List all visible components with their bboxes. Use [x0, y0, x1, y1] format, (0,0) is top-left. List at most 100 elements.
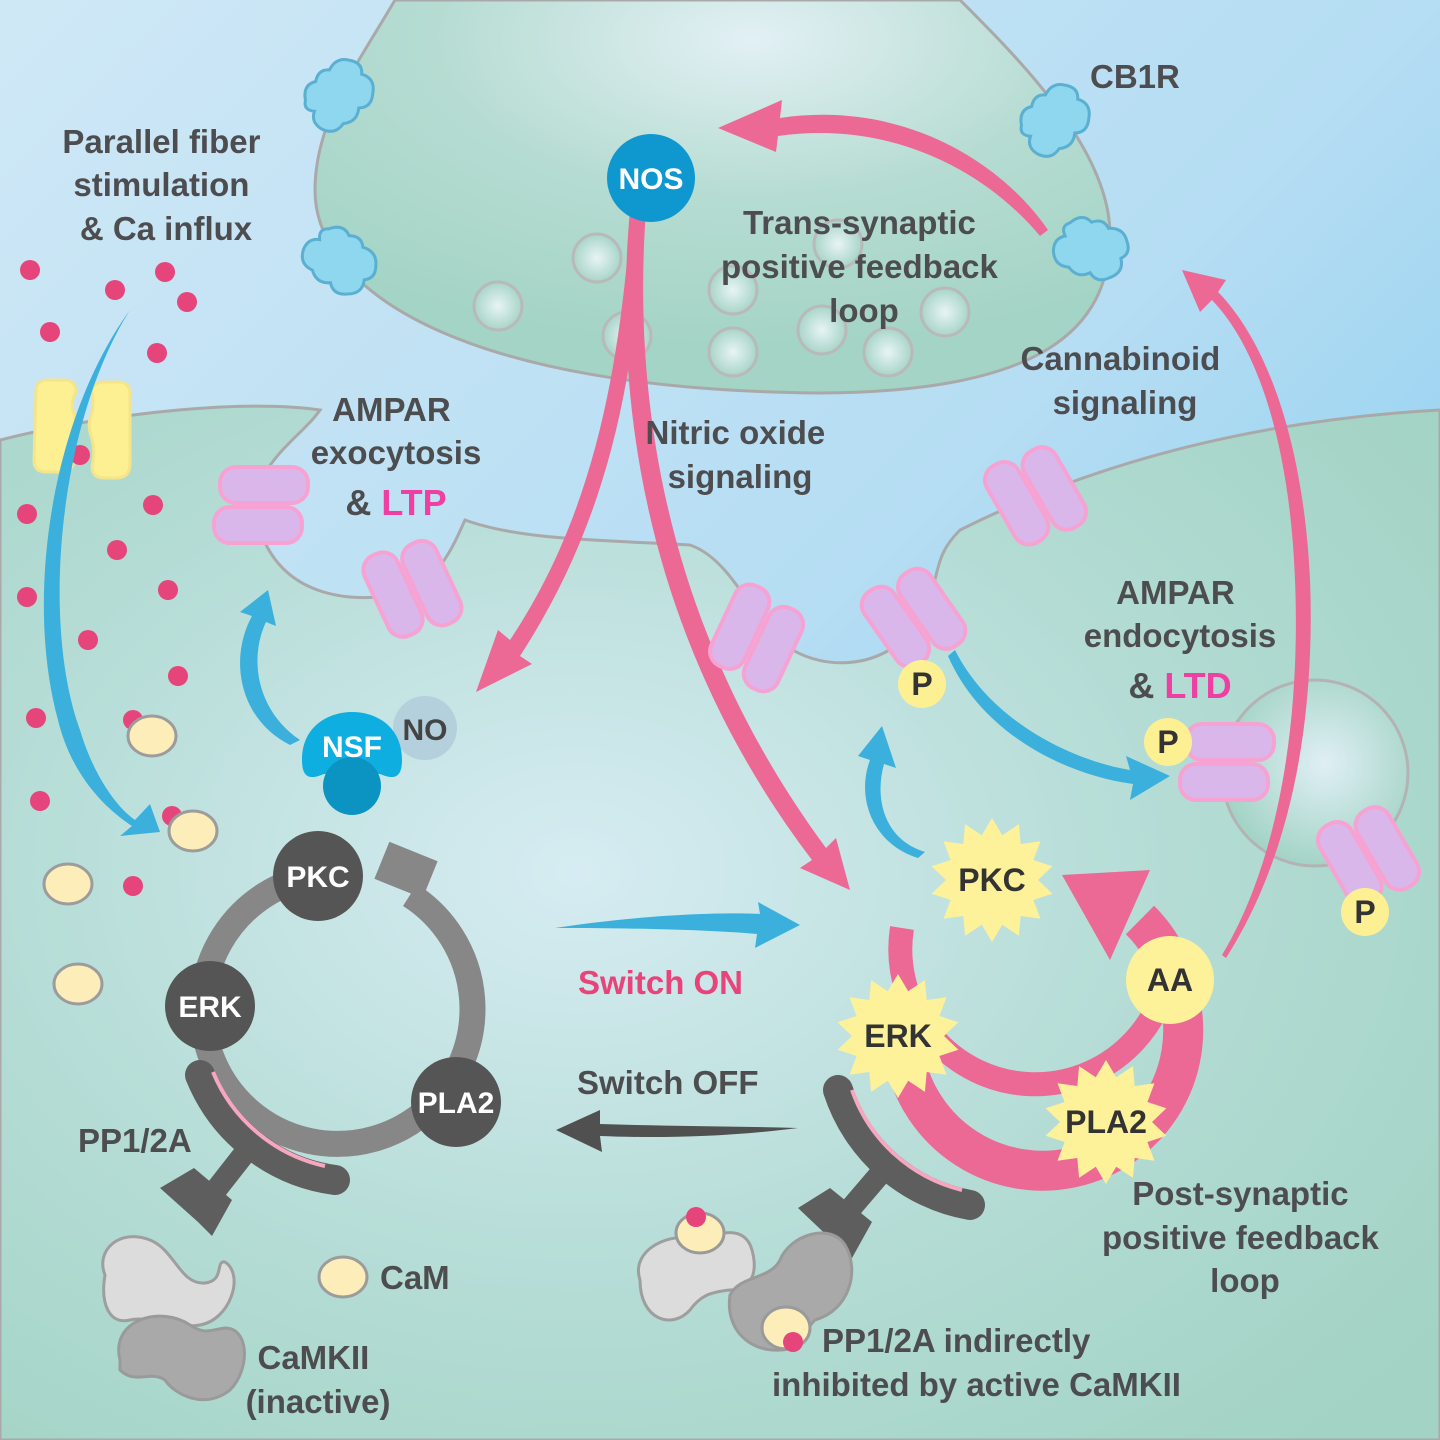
synaptic-vesicle: [707, 326, 759, 378]
pp12a-foot-left: [160, 1168, 232, 1236]
inactive-kinase-loop: [160, 841, 486, 1236]
calcium-ion: [123, 876, 143, 896]
synaptic-vesicle: [862, 326, 914, 378]
cb1r-receptor: [1051, 215, 1130, 282]
calcium-ion: [155, 262, 175, 282]
pp12a-contact-highlight-right: [850, 1089, 963, 1192]
active-kinase-aa: AA: [1126, 936, 1214, 1024]
nitric-oxide-signaling-label: Nitric oxide signaling: [646, 414, 835, 495]
calcium-channel-right-subunit: [87, 380, 132, 480]
phospho-label: P: [911, 666, 932, 702]
synaptic-vesicle: [919, 286, 971, 338]
active-kinase-nodes: PKC ERK PLA2 AA: [837, 818, 1214, 1184]
switch-on-arrow: [555, 902, 800, 948]
cb1r-receptor: [300, 225, 378, 296]
pp12a-stem-right: [836, 1152, 901, 1223]
switch-off-label: Switch OFF: [577, 1064, 759, 1101]
camkii-active-ca-bottom: [783, 1332, 803, 1352]
nsf-body: [302, 712, 402, 778]
nos-label: NOS: [618, 163, 683, 196]
active-kinase-pla2: PLA2: [1045, 1060, 1167, 1184]
calmodulin-bead: [167, 809, 219, 853]
cannabinoid-signaling-arrow: [1182, 270, 1311, 958]
calmodulin-bead: [317, 1255, 369, 1299]
inactive-loop-ring: [189, 862, 486, 1157]
kinase-label: PLA2: [418, 1087, 495, 1120]
active-kinase-erk: ERK: [837, 974, 959, 1098]
ampar-endocytosis-label: AMPAR endocytosis: [1084, 574, 1277, 654]
camkii-active-ca-top: [686, 1207, 706, 1227]
ampa-receptor: [1178, 722, 1276, 802]
nos-circle: [607, 134, 695, 222]
inactive-loop-inhibition-bar: [374, 841, 438, 899]
ampa-receptor: [708, 582, 806, 694]
phospho-tag: P: [1341, 888, 1389, 936]
nitric-oxide-signaling-arrow: [625, 210, 850, 890]
ampar-exocytosis-arrow: [240, 590, 300, 745]
inactive-kinase-pla2: PLA2: [411, 1057, 501, 1147]
no-label: NO: [403, 714, 448, 747]
ca-influx-arrow: [43, 310, 160, 836]
calcium-ion: [26, 708, 46, 728]
pp12a-contact-highlight-left: [211, 1071, 326, 1168]
pp12a-foot-right: [798, 1188, 872, 1258]
post-synaptic-loop-label: Post-synaptic positive feedback loop: [1102, 1175, 1388, 1299]
nos-enzyme: NOS: [607, 134, 695, 222]
kinase-label: ERK: [864, 1018, 932, 1054]
calcium-ion: [17, 587, 37, 607]
calcium-ion: [143, 495, 163, 515]
calmodulin-bead: [126, 714, 178, 758]
ampa-receptor: [982, 445, 1089, 547]
camkii-inactive-top-subunit: [101, 1235, 236, 1328]
switch-on-label: Switch ON: [578, 964, 743, 1001]
active-loop-arrowhead: [1062, 870, 1150, 960]
calcium-ion: [30, 791, 50, 811]
kinase-label: ERK: [178, 991, 242, 1024]
calcium-ion: [168, 666, 188, 686]
cam-label: CaM: [380, 1259, 450, 1296]
pkc-to-ampar-arrow: [858, 726, 925, 858]
camkii-active-bottom-subunit: [727, 1231, 854, 1352]
phospho-label: P: [1354, 894, 1375, 930]
nsf-label: NSF: [322, 731, 382, 764]
ltd-label: & LTD: [1128, 665, 1231, 706]
cb1r-receptor: [303, 57, 375, 133]
cb1r-receptor: [1019, 82, 1091, 158]
calcium-ion: [177, 292, 197, 312]
cb1r-label: CB1R: [1090, 58, 1180, 95]
calmodulin-bead: [42, 862, 94, 906]
camkii-inactive-bottom-subunit: [117, 1314, 246, 1401]
kinase-label: AA: [1147, 962, 1193, 998]
no-to-nsf-arrow: [476, 200, 644, 692]
ltp-label: & LTP: [345, 482, 446, 523]
synaptic-vesicle: [472, 280, 524, 332]
camkii-inactive-label: CaMKII (inactive): [246, 1339, 391, 1420]
trans-synaptic-feedback-arrow: [718, 100, 1048, 236]
calcium-ion: [107, 540, 127, 560]
camkii-active: [636, 1207, 854, 1352]
phosphorylation-tags: P P P: [898, 660, 1389, 936]
ampa-receptor: [212, 465, 310, 545]
kinase-label: PLA2: [1065, 1104, 1147, 1140]
calcium-ion: [147, 343, 167, 363]
kinase-label: PKC: [286, 861, 349, 894]
camkii-inactive: [101, 1235, 246, 1401]
calcium-ion: [40, 322, 60, 342]
synaptic-vesicles: [472, 218, 971, 378]
ampar-exocytosis-label: AMPAR exocytosis: [311, 391, 482, 471]
pp12a-label: PP1/2A: [78, 1122, 192, 1159]
trans-synaptic-loop-label: Trans-synaptic positive feedback loop: [721, 204, 1007, 329]
synaptic-vesicle: [812, 218, 864, 270]
calmodulin-bead: [52, 962, 104, 1006]
synaptic-vesicle: [571, 232, 623, 284]
phospho-label: P: [1157, 724, 1178, 760]
inactive-kinase-erk: ERK: [165, 961, 255, 1051]
active-kinase-pkc: PKC: [931, 818, 1053, 942]
nsf-base: [323, 757, 381, 815]
parallel-fiber-label: Parallel fiber stimulation & Ca influx: [62, 123, 269, 247]
inactive-kinase-nodes: PKC ERK PLA2: [165, 831, 501, 1147]
pp12a-inhibited-label: PP1/2A indirectly inhibited by active Ca…: [772, 1322, 1181, 1403]
synaptic-vesicle: [707, 264, 759, 316]
calcium-ion: [105, 280, 125, 300]
